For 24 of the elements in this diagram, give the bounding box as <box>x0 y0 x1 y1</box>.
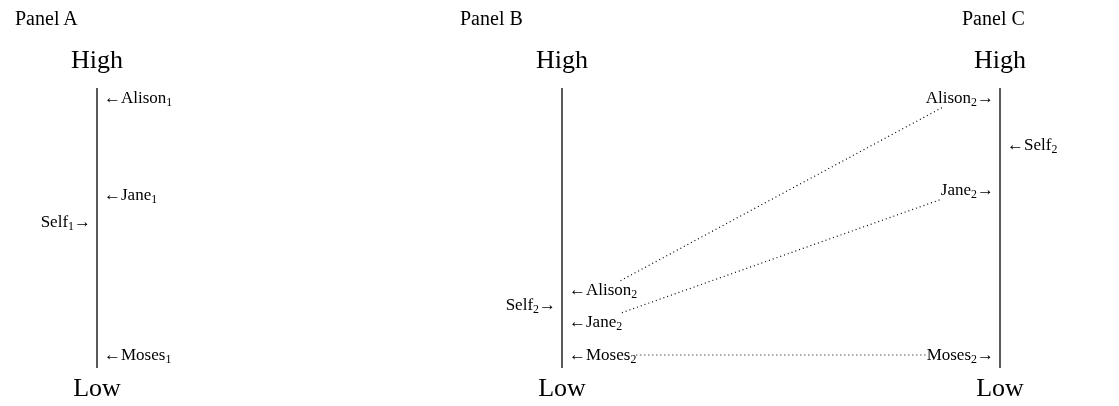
scale-end-label: Low <box>73 373 121 403</box>
scale-marker-label: ←Alison$_{2}$ <box>569 280 638 300</box>
scale-end-label: High <box>71 45 123 75</box>
scale-marker-label: Self$_{2}$→ <box>505 295 556 315</box>
panel-title: Panel B <box>460 7 523 29</box>
scale-end-label: High <box>974 45 1026 75</box>
scale-marker-label: Jane$_{2}$→ <box>940 180 994 200</box>
scale-marker-label: ←Alison$_{1}$ <box>104 88 173 108</box>
dotted-connector <box>635 354 928 356</box>
scale-marker-label: ←Self$_{2}$ <box>1007 135 1058 155</box>
panel-title: Panel A <box>15 7 78 29</box>
scale-end-label: Low <box>976 373 1024 403</box>
scale-end-label: Low <box>538 373 586 403</box>
dotted-connector <box>621 198 942 314</box>
scale-marker-label: Moses$_{2}$→ <box>926 345 994 365</box>
scale-marker-label: ←Moses$_{1}$ <box>104 345 172 365</box>
dotted-connector <box>619 106 944 282</box>
scale-marker-label: ←Moses$_{2}$ <box>569 345 637 365</box>
scale-marker-label: ←Jane$_{1}$ <box>104 185 158 205</box>
panel-title: Panel C <box>962 7 1025 29</box>
scale-marker-label: Alison$_{2}$→ <box>925 88 994 108</box>
scale-marker-label: Self$_{1}$→ <box>40 212 91 232</box>
scale-end-label: High <box>536 45 588 75</box>
scale-marker-label: ←Jane$_{2}$ <box>569 312 623 332</box>
